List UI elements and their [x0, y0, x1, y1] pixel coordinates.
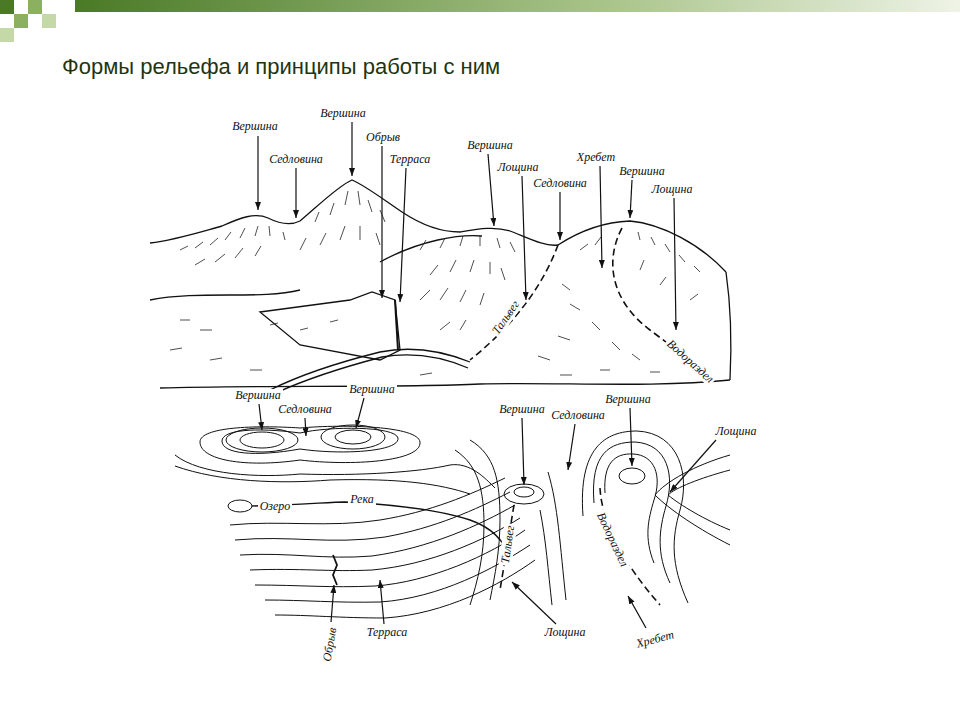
terrain-label: Озеро: [258, 500, 293, 513]
hill-hatching-part: [170, 320, 660, 375]
terrain-label: Терраса: [365, 626, 410, 639]
leader-arrows-part: [522, 418, 524, 485]
leader-arrows: [258, 122, 716, 628]
hill-drawing-part: [260, 292, 400, 360]
contour-map-part: [514, 487, 534, 497]
map-thalweg-watershed: [500, 488, 660, 605]
leader-arrows-part: [670, 440, 716, 492]
contour-map-part: [504, 484, 544, 504]
contour-map-part: [250, 518, 520, 571]
contour-map-part: [455, 450, 484, 605]
contour-map-part: [668, 470, 730, 530]
leader-arrows-part: [568, 424, 575, 470]
terrain-label: Лощина: [495, 161, 540, 174]
header-decoration-part: [28, 0, 42, 14]
terrain-label: Вершина: [617, 165, 667, 178]
terrain-label: Седловина: [267, 153, 325, 166]
hill-drawing-part: [160, 380, 730, 388]
leader-arrows-part: [674, 198, 676, 330]
terrain-label: Вершина: [318, 107, 368, 120]
terrain-label: Лощина: [542, 626, 587, 639]
header-decoration-part: [75, 0, 960, 12]
contour-map-part: [175, 466, 470, 494]
terrain-label: Обрыв: [364, 131, 402, 144]
terrain-label: Вершина: [603, 393, 653, 406]
terrain-label: Вершина: [465, 139, 515, 152]
contour-map-part: [222, 428, 398, 453]
contour-map: [175, 425, 730, 618]
terrain-label: Река: [348, 493, 376, 506]
terrain-label: Вершина: [347, 383, 397, 396]
contour-map-part: [175, 455, 495, 488]
contour-map-part: [470, 440, 500, 600]
terrain-label: Тальвег: [489, 297, 524, 339]
leader-arrows-part: [259, 404, 262, 430]
leader-arrows-part: [257, 136, 258, 210]
header-decoration: [0, 0, 960, 42]
contour-map-part: [335, 430, 371, 444]
leader-arrows-part: [630, 408, 632, 466]
contour-map-part: [593, 442, 670, 583]
leader-arrows-part: [351, 122, 352, 176]
header-decoration-part: [0, 0, 14, 14]
contour-map-part: [619, 468, 645, 484]
contour-map-part: [582, 431, 688, 603]
hill-drawing-part: [395, 300, 398, 350]
terrain-label: Хребет: [633, 628, 677, 652]
terrain-label: Хребет: [575, 151, 617, 164]
leader-arrows-part: [295, 168, 296, 218]
thalweg-watershed-lines-part: [470, 245, 558, 360]
leader-arrows-part: [628, 596, 646, 628]
leader-arrows-part: [559, 192, 560, 240]
terrain-label: Тальвег: [499, 523, 518, 567]
terrain-label: Обрыв: [320, 625, 340, 665]
leader-arrows-part: [600, 166, 602, 268]
terrain-label: Вершина: [230, 120, 280, 133]
leader-arrows-part: [630, 180, 632, 218]
contour-map-part: [230, 478, 505, 525]
hill-hatching-part: [180, 191, 385, 265]
hill-drawing-part: [150, 290, 300, 300]
slide-title: Формы рельефа и принципы работы с ним: [62, 54, 500, 80]
header-decoration-part: [14, 14, 28, 28]
terrain-label: Водораздел: [662, 336, 717, 387]
contour-map-part: [265, 545, 530, 602]
terrain-label: Вершина: [497, 403, 547, 416]
contour-map-part: [255, 530, 525, 587]
hill-hatching: [170, 191, 700, 375]
hill-drawing-part: [150, 180, 726, 272]
hill-drawing-part: [726, 272, 731, 380]
hill-drawing-part: [380, 236, 482, 262]
header-decoration-part: [42, 14, 56, 28]
contour-map-part: [235, 492, 510, 540]
terrain-label: Лощина: [713, 425, 758, 438]
terrain-label: Седловина: [531, 177, 589, 190]
header-decoration-part: [0, 28, 14, 42]
terrain-label: Терраса: [388, 153, 433, 166]
hill-drawing: [150, 180, 731, 393]
contour-map-part: [548, 472, 566, 600]
terrain-label: Лощина: [649, 183, 694, 196]
contour-map-part: [540, 510, 552, 605]
leader-arrows-part: [522, 176, 526, 300]
contour-map-part: [200, 426, 420, 463]
leader-arrows-part: [305, 418, 306, 436]
thalweg-watershed-lines: [470, 228, 705, 378]
contour-map-part: [333, 555, 337, 585]
contour-map-part: [228, 500, 252, 512]
terrain-label: Водораздел: [593, 509, 631, 571]
contour-map-part: [655, 455, 730, 545]
contour-map-part: [240, 432, 284, 448]
terrain-label: Вершина: [233, 389, 283, 402]
leader-arrows-part: [381, 146, 382, 298]
terrain-label: Седловина: [549, 409, 607, 422]
terrain-label: Седловина: [276, 403, 334, 416]
leader-arrows-part: [512, 582, 556, 624]
leader-arrows-part: [400, 168, 406, 302]
leader-arrows-part: [356, 398, 364, 428]
leader-arrows-part: [488, 154, 494, 226]
